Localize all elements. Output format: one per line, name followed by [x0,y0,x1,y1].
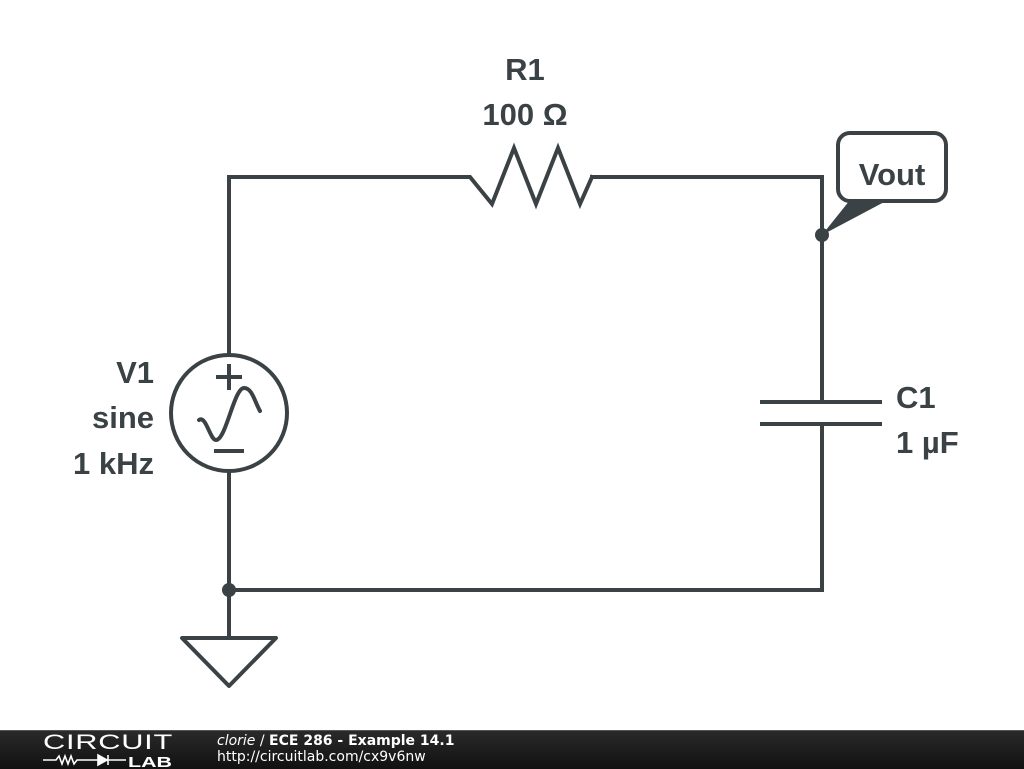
logo-resistor-diode-icon [43,753,126,767]
resistor-value: 100 Ω [482,97,567,132]
probe-label: Vout [859,157,926,192]
logo-circuit-text: CIRCUIT [43,732,173,754]
source-frequency: 1 kHz [73,446,154,481]
resistor-r1[interactable]: R1 100 Ω [458,52,595,210]
probe-pointer [822,200,888,235]
resistor-symbol [458,142,595,210]
resistor-name: R1 [505,52,545,87]
wire-top-right [590,175,824,402]
circuitlab-logo[interactable]: CIRCUIT LAB [40,732,180,768]
wire-top-left [227,175,462,357]
wire-bottom-right [227,422,824,592]
capacitor-value: 1 µF [896,425,959,460]
schematic-canvas: R1 100 Ω V1 sine 1 kHz C1 1 µF Vout [73,52,959,688]
footer-title-line: clorie / ECE 286 - Example 14.1 [217,733,454,749]
footer-info: clorie / ECE 286 - Example 14.1 http://c… [217,733,454,765]
capacitor-name: C1 [896,380,936,415]
logo-lab-text: LAB [128,754,172,768]
plus-sign-icon [216,364,242,390]
author-link[interactable]: clorie [217,733,256,749]
sine-wave-icon [197,385,262,443]
source-name: V1 [116,355,154,390]
source-type: sine [92,400,154,435]
voltage-source-v1[interactable]: V1 sine 1 kHz [73,353,289,481]
vout-probe[interactable]: Vout [822,131,948,235]
junction-ground [222,583,236,597]
circuit-url[interactable]: http://circuitlab.com/cx9v6nw [217,749,426,765]
footer-bar: CIRCUIT LAB clorie / ECE 286 - Example 1… [0,730,1024,769]
probe-label-box [836,131,948,203]
wires [227,175,824,640]
circuit-title[interactable]: ECE 286 - Example 14.1 [269,733,455,749]
ground-icon [180,636,278,688]
capacitor-c1[interactable]: C1 1 µF [760,380,959,460]
title-separator: / [255,733,270,749]
